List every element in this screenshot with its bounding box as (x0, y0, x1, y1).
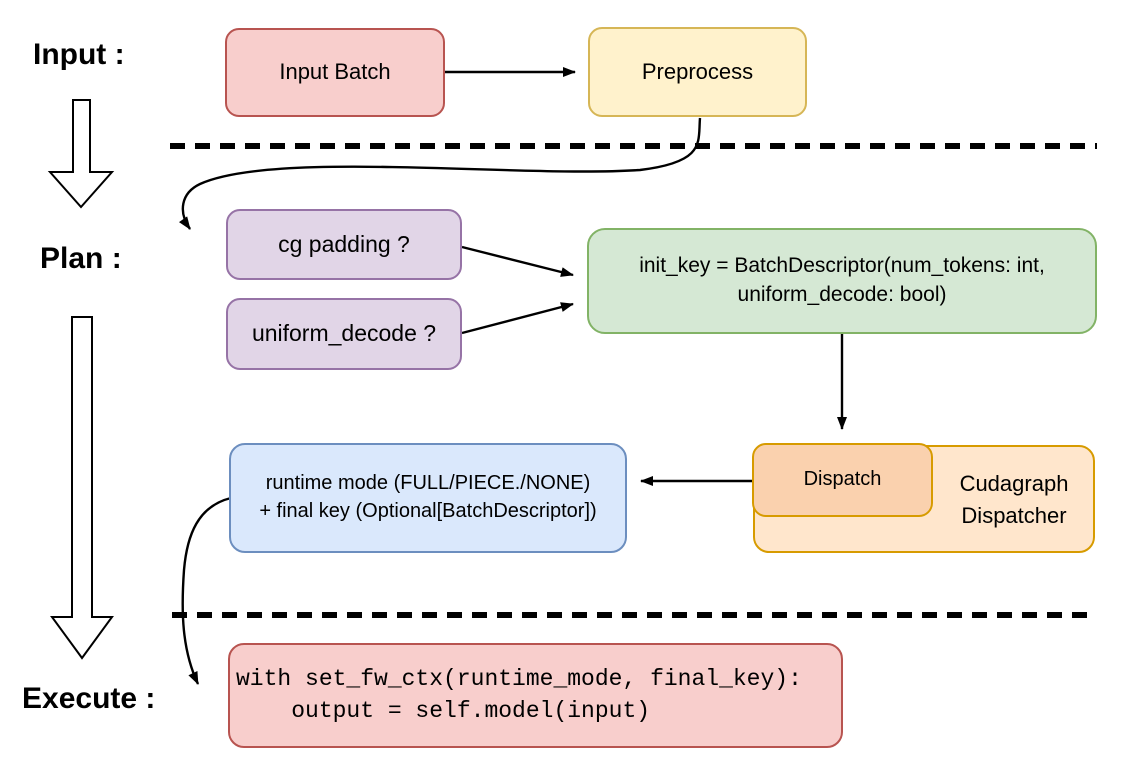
node-uniform-decode-label: uniform_decode ? (251, 320, 437, 347)
hollow-arrow-plan-to-execute (50, 316, 114, 660)
node-input-batch-label: Input Batch (279, 59, 391, 85)
curved-arrow-runtime-mode-to-execute-code (181, 496, 232, 685)
node-dispatch-label: Dispatch (803, 468, 882, 491)
node-runtime-mode-line2: + final key (Optional[BatchDescriptor]) (259, 500, 597, 522)
stage-label-input: Input : (33, 38, 125, 71)
node-dispatch: Dispatch (752, 443, 933, 517)
hollow-arrow-input-to-plan (47, 99, 115, 209)
arrow-uniform-decode-to-init-key (461, 302, 574, 335)
node-init-key: init_key = BatchDescriptor(num_tokens: i… (587, 228, 1097, 334)
node-runtime-mode-line1: runtime mode (FULL/PIECE./NONE) (265, 472, 591, 495)
execute-code-line1: with set_fw_ctx(runtime_mode, final_key)… (236, 666, 802, 693)
arrow-cg-padding-to-init-key (461, 245, 574, 277)
node-execute-code: with set_fw_ctx(runtime_mode, final_key)… (228, 643, 843, 748)
cudagraph-label-line1: Cudagraph (959, 471, 1069, 497)
node-init-key-line1: init_key = BatchDescriptor(num_tokens: i… (639, 254, 1045, 278)
node-runtime-mode: runtime mode (FULL/PIECE./NONE) + final … (229, 443, 627, 553)
node-cg-padding-label: cg padding ? (278, 230, 410, 257)
node-cg-padding: cg padding ? (226, 209, 462, 280)
stage-label-plan: Plan : (40, 242, 122, 275)
node-preprocess: Preprocess (588, 27, 807, 117)
stage-label-execute: Execute : (22, 682, 156, 715)
cudagraph-label-line2: Dispatcher (961, 503, 1067, 528)
node-input-batch: Input Batch (225, 28, 445, 117)
execute-code-line2: output = self.model(input) (236, 697, 651, 724)
node-init-key-line2: uniform_decode: bool) (737, 283, 947, 306)
node-uniform-decode: uniform_decode ? (226, 298, 462, 370)
node-cudagraph-dispatcher-label: Cudagraph Dispatcher (935, 452, 1093, 548)
node-preprocess-label: Preprocess (641, 58, 754, 84)
